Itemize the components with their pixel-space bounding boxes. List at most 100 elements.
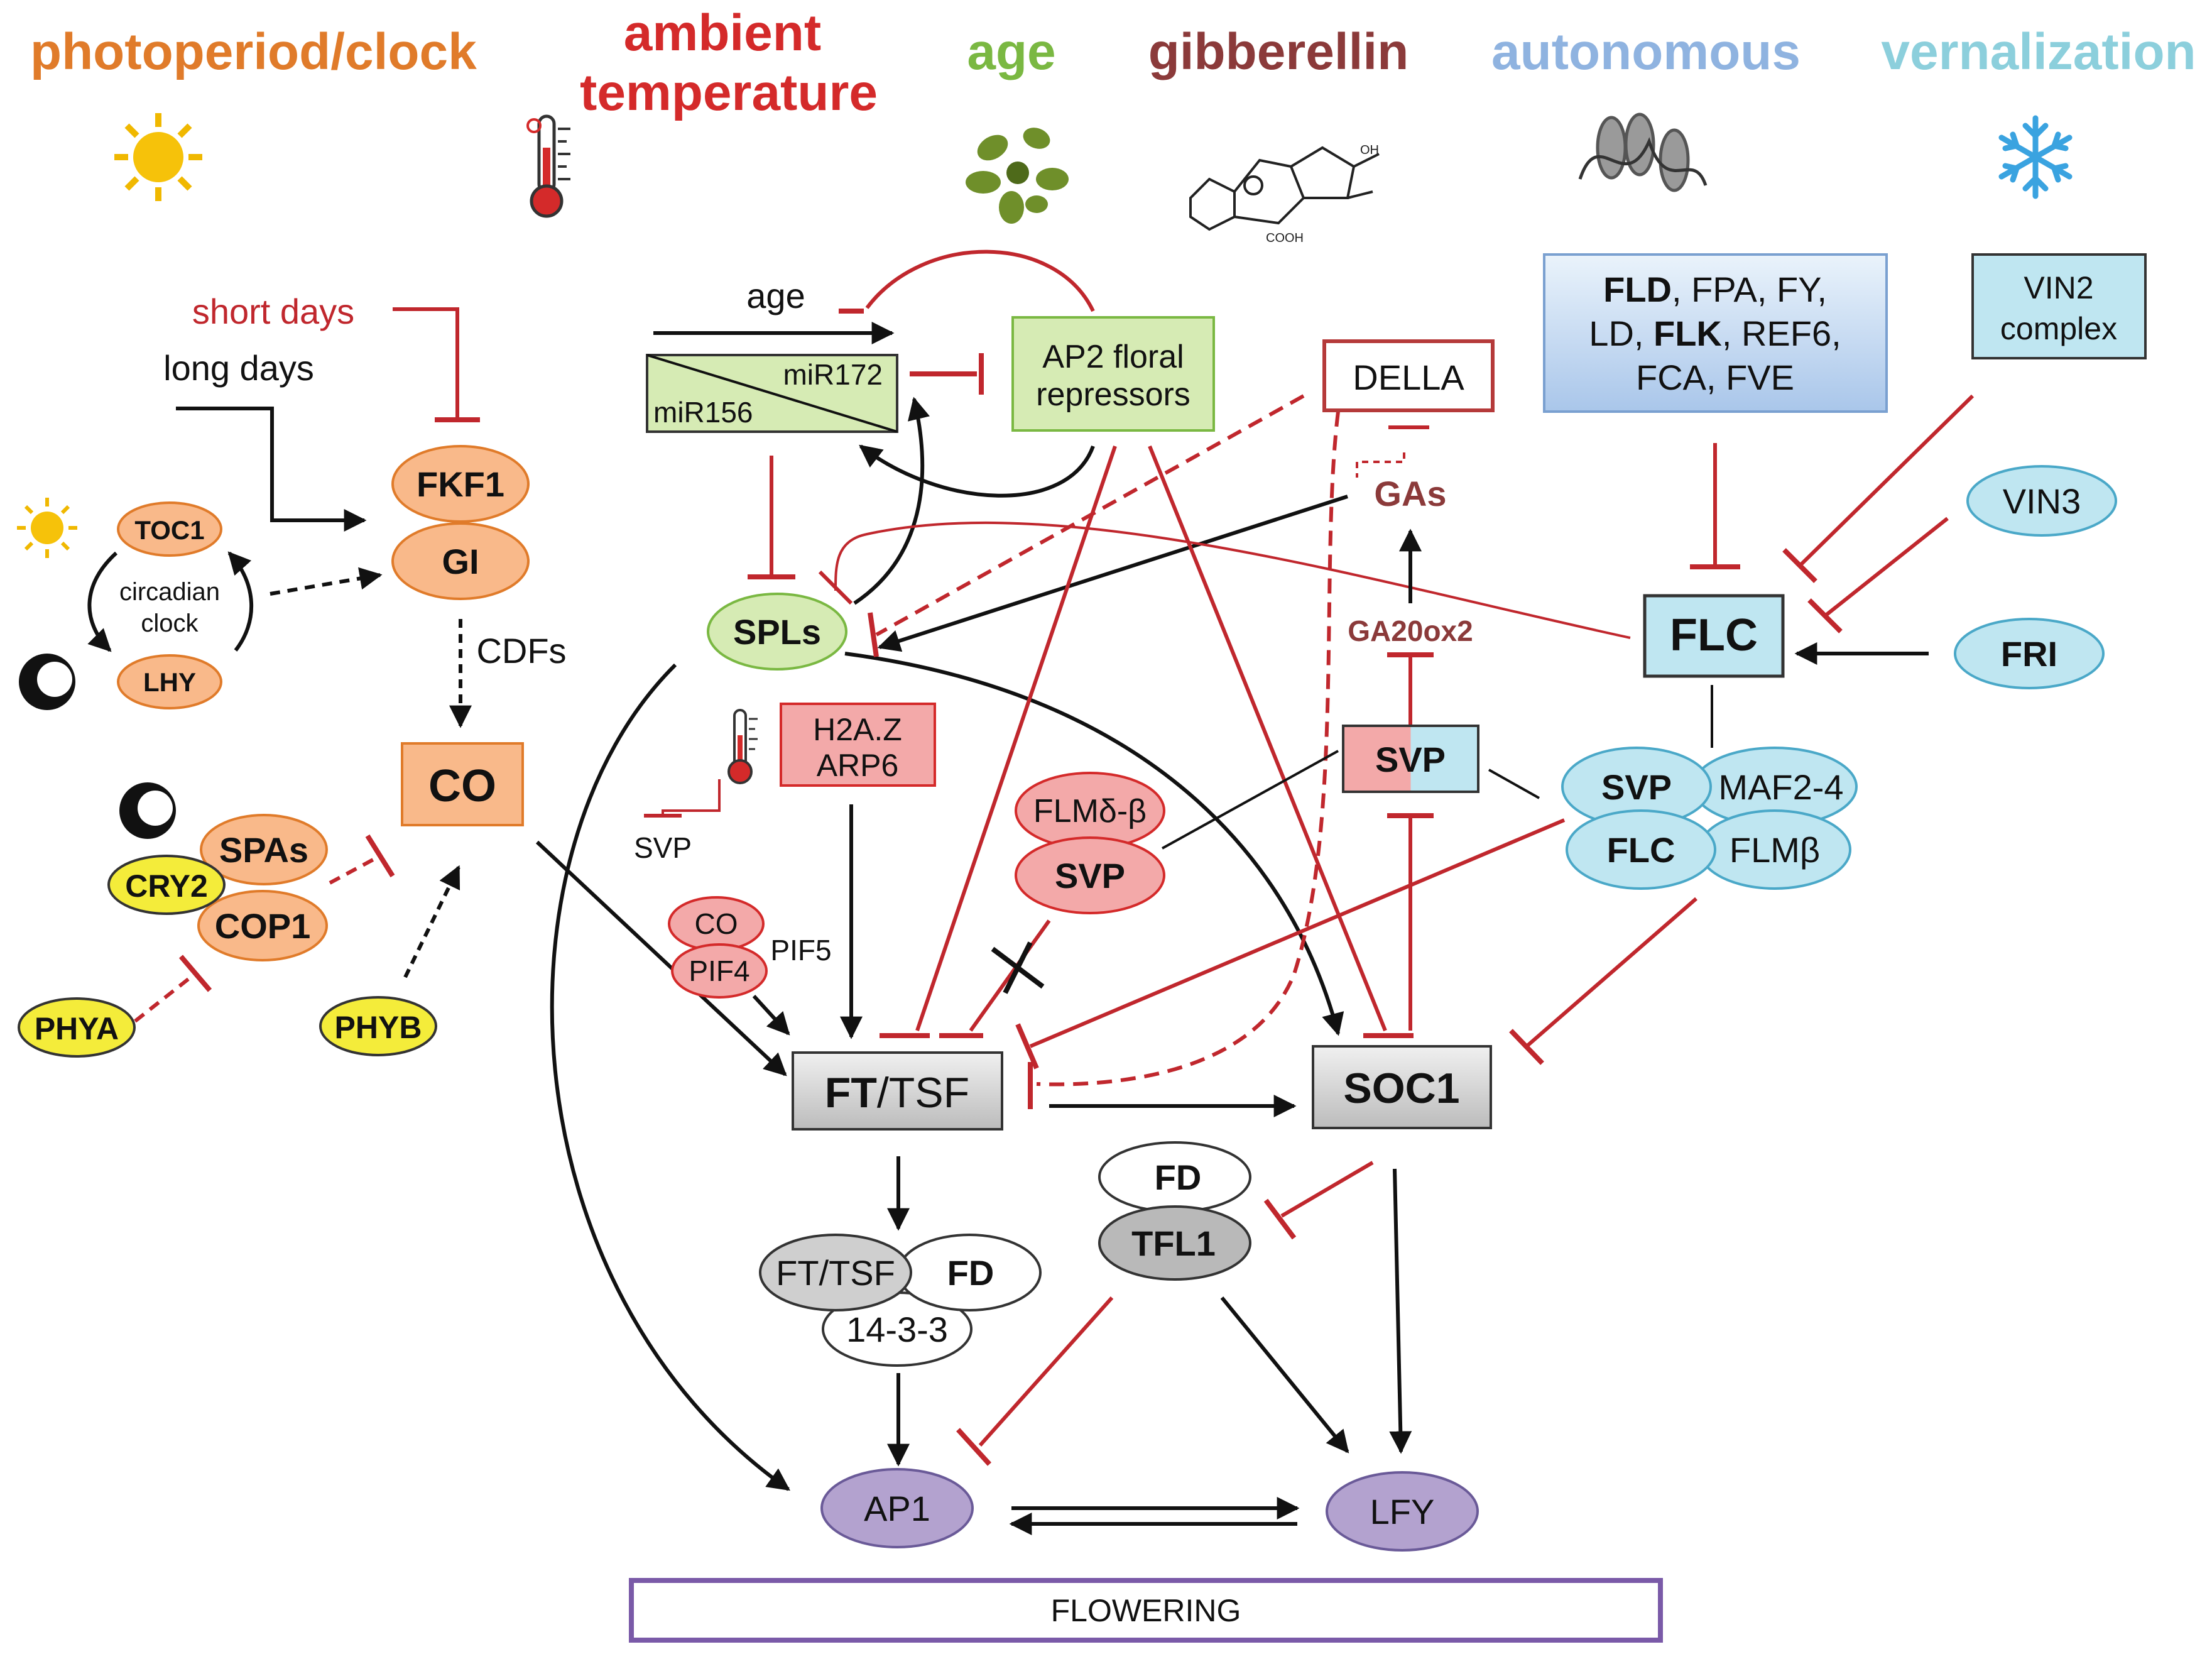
label-cdfs: CDFs [476, 631, 566, 671]
svg-text:FLD, FPA, FY,: FLD, FPA, FY, [1603, 270, 1827, 309]
header-ambient-2: temperature [580, 64, 878, 121]
flowering-box: FLOWERING [629, 1578, 1663, 1643]
svg-text:FT/TSF: FT/TSF [776, 1253, 895, 1293]
node-lfy: LFY [1326, 1471, 1479, 1552]
node-cop1: COP1 [197, 890, 328, 961]
svg-text:FD: FD [1155, 1158, 1202, 1197]
label-ga20ox2: GA20ox2 [1348, 615, 1473, 647]
node-mir172-mir156: miR172 miR156 [646, 354, 898, 433]
node-phya: PHYA [18, 997, 136, 1058]
svg-text:COOH: COOH [1266, 231, 1304, 245]
node-vin2: VIN2 complex [1971, 253, 2147, 359]
svg-text:FKF1: FKF1 [417, 464, 504, 504]
label-age: age [746, 276, 805, 315]
svg-text:CO: CO [695, 907, 738, 940]
svg-text:MAF2-4: MAF2-4 [1718, 767, 1843, 807]
node-h2az-arp6: H2A.Z ARP6 [780, 703, 936, 787]
svg-text:FT/TSF: FT/TSF [825, 1069, 969, 1117]
node-toc1: TOC1 [117, 501, 222, 557]
label-circadian-1: circadian [119, 578, 220, 606]
node-fd-tfl1: FD TFL1 [1098, 1141, 1251, 1281]
svg-text:FD: FD [947, 1253, 994, 1293]
svg-text:FRI: FRI [2001, 634, 2057, 674]
label-pif5: PIF5 [770, 934, 831, 966]
node-pif4: PIF4 [671, 943, 768, 999]
sun-icon [17, 498, 77, 558]
svg-text:FLC: FLC [1607, 830, 1675, 870]
node-della: DELLA [1322, 339, 1495, 412]
svg-text:GI: GI [442, 542, 479, 581]
svg-text:CRY2: CRY2 [125, 868, 208, 904]
svg-text:CO: CO [428, 761, 496, 811]
moon-icon [119, 782, 176, 839]
svg-text:FLMβ: FLMβ [1730, 830, 1820, 870]
node-co-small: CO [668, 896, 765, 951]
edges [87, 249, 1975, 1535]
svg-text:PHYA: PHYA [35, 1011, 119, 1046]
node-svp-box: SVP [1342, 725, 1479, 793]
svg-text:SVP: SVP [1375, 740, 1446, 779]
svg-text:SOC1: SOC1 [1343, 1065, 1459, 1112]
svg-text:FLMδ-β: FLMδ-β [1033, 793, 1147, 830]
svg-text:SVP: SVP [1601, 767, 1672, 807]
svg-text:H2A.Z: H2A.Z [813, 712, 902, 747]
svg-text:FCA, FVE: FCA, FVE [1636, 358, 1794, 397]
rosette-plant-icon [966, 128, 1069, 224]
edge-co-ft [535, 840, 787, 1076]
svg-text:DELLA: DELLA [1353, 358, 1464, 397]
svg-text:AP2 floral: AP2 floral [1042, 339, 1184, 375]
node-ap1: AP1 [820, 1468, 974, 1548]
label-svp-small: SVP [634, 831, 692, 864]
svg-text:COP1: COP1 [215, 906, 311, 946]
node-autonomous-group: FLD, FPA, FY, LD, FLK, REF6, FCA, FVE [1543, 253, 1888, 413]
header-ambient-1: ambient [624, 4, 821, 62]
node-flc-svp-complex: SVP MAF2-4 FLC FLMβ [1561, 747, 1858, 890]
moon-icon [19, 654, 75, 710]
sun-icon [114, 113, 202, 201]
header-age: age [967, 23, 1055, 80]
svg-text:FLOWERING: FLOWERING [1051, 1593, 1241, 1628]
label-gas: GAs [1374, 474, 1446, 513]
node-soc1: SOC1 [1312, 1045, 1492, 1129]
svg-text:PHYB: PHYB [335, 1010, 422, 1045]
node-spls: SPLs [707, 593, 847, 671]
node-florigen-complex: FT/TSF FD 14-3-3 [759, 1234, 1042, 1367]
svg-text:OH: OH [1360, 143, 1379, 157]
node-cry2: CRY2 [107, 855, 226, 915]
header-autonomous: autonomous [1491, 23, 1801, 80]
gibberellin-molecule-icon: OH COOH [1189, 143, 1380, 245]
node-flc: FLC [1643, 594, 1785, 678]
node-vin3: VIN3 [1966, 465, 2117, 537]
header-gibberellin: gibberellin [1148, 23, 1409, 80]
svg-text:FLC: FLC [1670, 610, 1758, 660]
svg-text:LHY: LHY [143, 667, 196, 697]
svg-text:LFY: LFY [1370, 1492, 1435, 1531]
chromatin-icon [1578, 112, 1708, 192]
label-short-days: short days [192, 292, 354, 331]
header-photoperiod: photoperiod/clock [30, 23, 477, 80]
edge-clock-gi [270, 567, 383, 596]
node-spas: SPAs [200, 814, 328, 885]
svg-text:TOC1: TOC1 [134, 515, 204, 545]
svg-text:VIN2: VIN2 [2024, 270, 2093, 305]
svg-text:complex: complex [2000, 311, 2117, 346]
node-ft-tsf: FT/TSF [792, 1051, 1003, 1131]
node-gi: GI [391, 522, 530, 600]
svg-text:SVP: SVP [1055, 856, 1125, 895]
node-co: CO [401, 742, 524, 826]
edge-shortdays-fkf1 [393, 307, 459, 420]
thermometer-icon [526, 114, 570, 218]
header-vernalization: vernalization [1881, 23, 2196, 80]
label-long-days: long days [163, 348, 314, 388]
svg-text:14-3-3: 14-3-3 [846, 1310, 948, 1349]
edge-longdays-fkf1 [176, 407, 367, 532]
svg-text:SPLs: SPLs [733, 612, 821, 652]
node-fri: FRI [1954, 618, 2105, 689]
svg-text:ARP6: ARP6 [817, 748, 899, 783]
node-lhy: LHY [117, 654, 222, 709]
label-circadian-2: clock [141, 610, 199, 637]
snowflake-icon [1998, 115, 2073, 199]
node-ap2: AP2 floral repressors [1011, 316, 1215, 432]
svg-text:repressors: repressors [1036, 376, 1190, 413]
